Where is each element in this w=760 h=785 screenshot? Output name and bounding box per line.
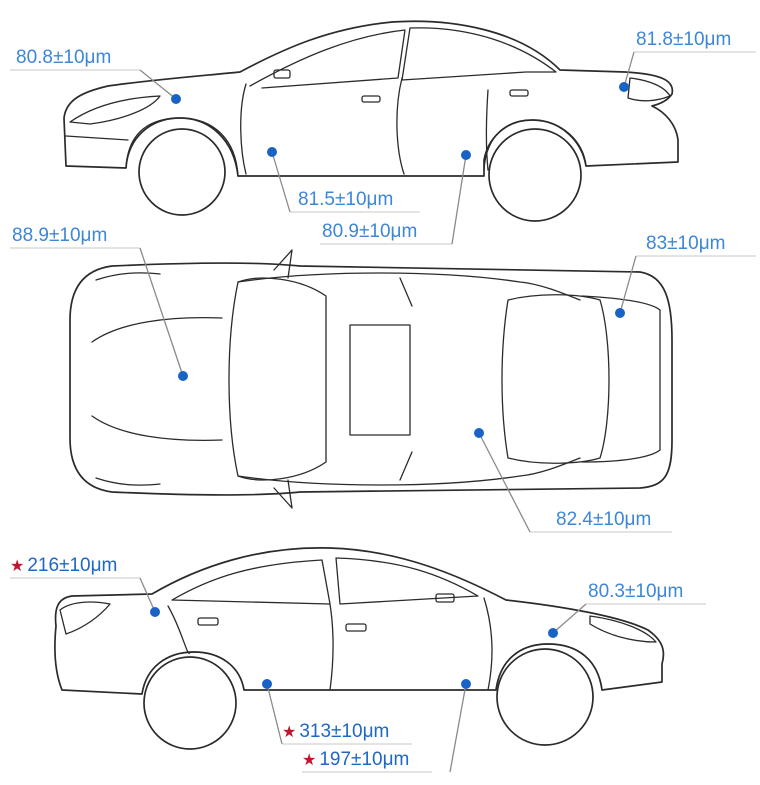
point-front-fender-top[interactable] — [171, 94, 181, 104]
label-front-door-top: 81.5±10μm — [298, 189, 394, 210]
point-rear-door-bottom[interactable] — [262, 679, 272, 689]
measurement-leaders — [10, 51, 756, 773]
point-front-door-top[interactable] — [267, 147, 277, 157]
label-front-door-bottom: ★197±10μm — [302, 750, 409, 771]
label-trunk: 83±10μm — [646, 233, 726, 254]
star-icon: ★ — [302, 752, 317, 769]
point-front-door-bottom[interactable] — [461, 679, 471, 689]
car-side-view-right — [54, 547, 665, 750]
label-rear-door-bottom: ★313±10μm — [282, 722, 389, 743]
car-top-view — [69, 249, 673, 509]
label-hood: 88.9±10μm — [12, 225, 108, 246]
label-front-door-bottom-text: 197±10μm — [319, 749, 410, 770]
star-icon: ★ — [282, 724, 297, 741]
car-side-view-left — [63, 20, 679, 222]
point-trunk[interactable] — [615, 308, 625, 318]
point-hood[interactable] — [178, 371, 188, 381]
label-rear-quarter-top: 81.8±10μm — [636, 29, 732, 50]
label-front-fender-bottom: 80.3±10μm — [588, 581, 684, 602]
label-front-fender-top: 80.8±10μm — [16, 47, 112, 68]
label-rear-quarter-bottom: ★216±10μm — [10, 556, 117, 577]
point-rear-quarter-bottom[interactable] — [150, 607, 160, 617]
label-rear-door-top: 80.9±10μm — [322, 221, 418, 242]
measurement-points — [150, 82, 629, 689]
point-roof[interactable] — [474, 428, 484, 438]
label-rear-door-bottom-text: 313±10μm — [299, 721, 390, 742]
star-icon: ★ — [10, 558, 25, 575]
label-roof: 82.4±10μm — [556, 509, 652, 530]
label-rear-quarter-bottom-text: 216±10μm — [27, 555, 118, 576]
point-front-fender-bottom[interactable] — [548, 628, 558, 638]
point-rear-quarter-top[interactable] — [619, 82, 629, 92]
point-rear-door-top[interactable] — [461, 150, 471, 160]
